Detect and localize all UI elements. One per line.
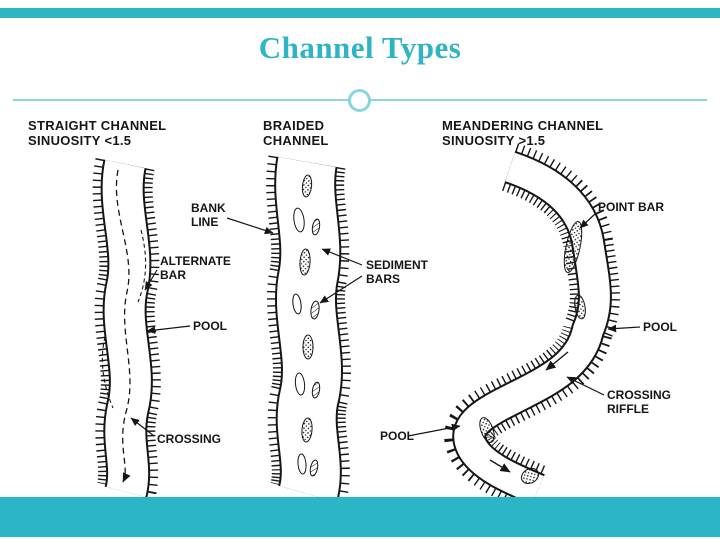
bank-line-label-2: LINE [191, 215, 218, 229]
crossing-riffle-label-2: RIFFLE [607, 402, 649, 416]
alternate-bar-outline-lower [101, 336, 114, 409]
pool-meander-arrow [607, 324, 641, 333]
braided-channel-drawing [266, 155, 351, 505]
straight-heading-line2: SINUOSITY <1.5 [28, 133, 131, 148]
pool-meander-label: POOL [643, 320, 677, 334]
bottom-accent-bar [0, 497, 720, 537]
flow-arrow-lower [489, 459, 511, 473]
pool-bottom-label: POOL [380, 429, 414, 443]
flow-arrow-upper [545, 351, 569, 371]
alternate-bar-arrow [144, 269, 158, 291]
meandering-channel-drawing [444, 143, 620, 513]
pool-bottom-arrow [407, 423, 461, 437]
alternate-bar-label-1: ALTERNATE [160, 254, 231, 268]
meandering-heading-line2: SINUOSITY >1.5 [442, 133, 545, 148]
straight-heading-line1: STRAIGHT CHANNEL [28, 118, 166, 133]
bank-line-arrow [226, 217, 274, 235]
pool-straight-label: POOL [193, 319, 227, 333]
divider-circle-ornament [348, 89, 371, 112]
channel-types-diagram: STRAIGHT CHANNEL SINUOSITY <1.5 BRAIDED … [10, 112, 710, 513]
braided-heading-line2: CHANNEL [263, 133, 329, 148]
bank-line-label-1: BANK [191, 201, 226, 215]
crossing-riffle-label-1: CROSSING [607, 388, 671, 402]
meandering-heading-line1: MEANDERING CHANNEL [442, 118, 603, 133]
sediment-bars-label-1: SEDIMENT [366, 258, 429, 272]
crossing-riffle-arrow [566, 376, 605, 396]
slide-title: Channel Types [258, 30, 462, 65]
alternate-bar-label-2: BAR [160, 268, 186, 282]
straight-channel-drawing [92, 157, 161, 500]
sediment-bars-group [292, 174, 321, 477]
top-accent-strip [0, 8, 720, 18]
callouts: BANK LINE ALTERNATE BAR POOL CROSSING SE… [130, 200, 677, 446]
sediment-bars-arrow-upper [321, 248, 363, 266]
point-bars-group [479, 221, 586, 485]
sediment-bars-arrow-lower [319, 275, 363, 304]
braided-heading-line1: BRAIDED [263, 118, 324, 133]
alternate-bar-outline-upper [137, 229, 147, 303]
crossing-label: CROSSING [157, 432, 221, 446]
crossing-arrow [130, 417, 155, 437]
sediment-bars-label-2: BARS [366, 272, 400, 286]
pool-straight-arrow [146, 325, 191, 334]
point-bar-arrow [579, 213, 596, 229]
point-bar-label: POINT BAR [598, 200, 664, 214]
diagram-svg: STRAIGHT CHANNEL SINUOSITY <1.5 BRAIDED … [28, 118, 677, 513]
column-headings: STRAIGHT CHANNEL SINUOSITY <1.5 BRAIDED … [28, 118, 603, 148]
